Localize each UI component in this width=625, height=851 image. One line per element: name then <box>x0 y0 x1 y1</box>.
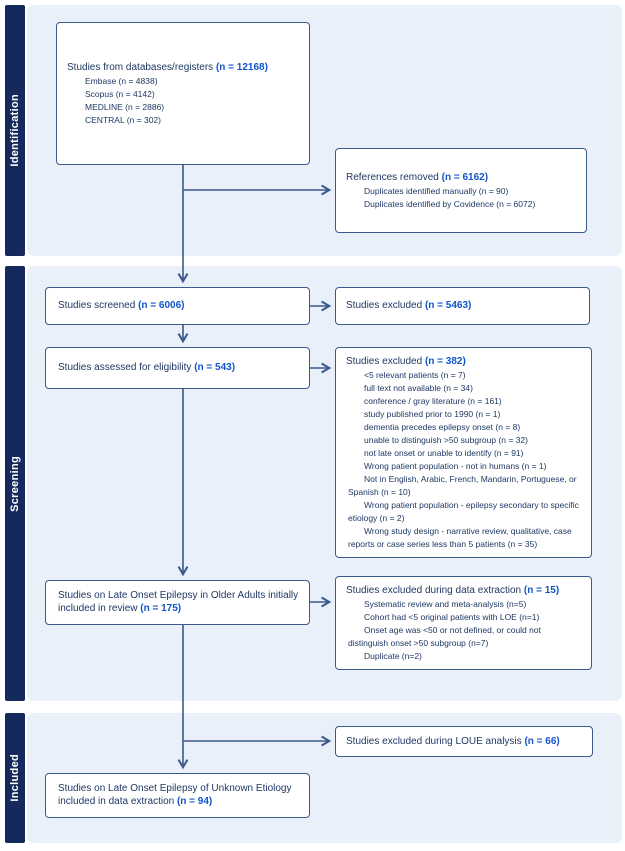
excluded-eligibility-item: conference / gray literature (n = 161) <box>364 396 502 406</box>
excluded-eligibility-box: Studies excluded (n = 382) <5 relevant p… <box>335 347 592 558</box>
screening-section-bar: Screening <box>5 266 25 701</box>
excluded-screening-title: Studies excluded (n = 5463) <box>346 299 581 312</box>
excluded-loue-title-text: Studies excluded during LOUE analysis <box>346 735 522 747</box>
initial-review-box: Studies on Late Onset Epilepsy in Older … <box>45 580 310 625</box>
excluded-eligibility-item: full text not available (n = 34) <box>364 383 473 393</box>
initial-review-title: Studies on Late Onset Epilepsy in Older … <box>58 589 299 615</box>
excluded-extraction-item: Cohort had <5 original patients with LOE… <box>364 611 540 622</box>
excluded-extraction-item: Duplicate (n=2) <box>364 650 422 661</box>
excluded-screening-title-text: Studies excluded <box>346 300 423 311</box>
screened-title: Studies screened (n = 6006) <box>58 299 301 312</box>
databases-item: Scopus (n = 4142) <box>85 88 155 99</box>
references-removed-box: References removed (n = 6162) Duplicates… <box>335 148 587 233</box>
excluded-screening-box: Studies excluded (n = 5463) <box>335 287 590 325</box>
excluded-eligibility-item: Wrong study design - narrative review, q… <box>348 526 572 549</box>
references-removed-item: Duplicates identified by Covidence (n = … <box>364 198 536 209</box>
excluded-eligibility-item: Wrong patient population - not in humans… <box>364 461 547 471</box>
references-removed-title: References removed (n = 6162) <box>346 171 578 184</box>
databases-item: CENTRAL (n = 302) <box>85 114 161 125</box>
excluded-eligibility-title-text: Studies excluded <box>346 356 423 367</box>
excluded-extraction-title: Studies excluded during data extraction … <box>346 584 583 597</box>
initial-review-title-text: Studies on Late Onset Epilepsy in Older … <box>58 590 299 614</box>
excluded-extraction-count: (n = 15) <box>523 584 560 596</box>
excluded-eligibility-item: study published prior to 1990 (n = 1) <box>364 409 501 419</box>
screened-title-text: Studies screened <box>58 300 136 311</box>
screening-label: Screening <box>9 455 21 512</box>
assessed-title-text: Studies assessed for eligibility <box>58 362 192 373</box>
excluded-eligibility-item: <5 relevant patients (n = 7) <box>364 370 466 380</box>
assessed-count: (n = 543) <box>194 362 236 373</box>
excluded-loue-box: Studies excluded during LOUE analysis (n… <box>335 726 593 757</box>
references-removed-title-text: References removed <box>346 171 439 183</box>
databases-box: Studies from databases/registers (n = 12… <box>56 22 310 165</box>
included-section-bar: Included <box>5 713 25 843</box>
references-removed-count: (n = 6162) <box>441 171 489 183</box>
excluded-eligibility-item: Not in English, Arabic, French, Mandarin… <box>348 474 577 497</box>
final-included-count: (n = 94) <box>176 796 213 807</box>
excluded-extraction-box: Studies excluded during data extraction … <box>335 576 592 670</box>
databases-title: Studies from databases/registers (n = 12… <box>67 61 301 74</box>
excluded-extraction-item: Systematic review and meta-analysis (n=5… <box>364 598 527 609</box>
identification-label: Identification <box>9 94 21 167</box>
excluded-eligibility-item: not late onset or unable to identify (n … <box>364 448 524 458</box>
final-included-title-text: Studies on Late Onset Epilepsy of Unknow… <box>58 783 292 807</box>
excluded-eligibility-item: dementia precedes epilepsy onset (n = 8) <box>364 422 521 432</box>
excluded-eligibility-item: unable to distinguish >50 subgroup (n = … <box>364 435 528 445</box>
excluded-loue-title: Studies excluded during LOUE analysis (n… <box>346 735 584 748</box>
final-included-title: Studies on Late Onset Epilepsy of Unknow… <box>58 782 299 808</box>
excluded-loue-count: (n = 66) <box>524 735 560 747</box>
screened-box: Studies screened (n = 6006) <box>45 287 310 325</box>
included-label: Included <box>9 754 21 802</box>
excluded-eligibility-title: Studies excluded (n = 382) <box>346 355 583 368</box>
references-removed-item: Duplicates identified manually (n = 90) <box>364 185 509 196</box>
excluded-eligibility-count: (n = 382) <box>424 356 466 367</box>
final-included-box: Studies on Late Onset Epilepsy of Unknow… <box>45 773 310 818</box>
initial-review-count: (n = 175) <box>140 603 182 614</box>
excluded-extraction-title-text: Studies excluded during data extraction <box>346 584 522 596</box>
databases-item: Embase (n = 4838) <box>85 75 158 86</box>
databases-title-text: Studies from databases/registers <box>67 61 214 73</box>
identification-section-bar: Identification <box>5 5 25 256</box>
excluded-screening-count: (n = 5463) <box>424 300 472 311</box>
assessed-box: Studies assessed for eligibility (n = 54… <box>45 347 310 389</box>
databases-item: MEDLINE (n = 2886) <box>85 101 165 112</box>
excluded-extraction-item: Onset age was <50 or not defined, or cou… <box>348 624 541 648</box>
assessed-title: Studies assessed for eligibility (n = 54… <box>58 361 301 374</box>
screened-count: (n = 6006) <box>138 300 185 311</box>
databases-count: (n = 12168) <box>215 61 268 73</box>
excluded-eligibility-item: Wrong patient population - epilepsy seco… <box>348 500 579 523</box>
